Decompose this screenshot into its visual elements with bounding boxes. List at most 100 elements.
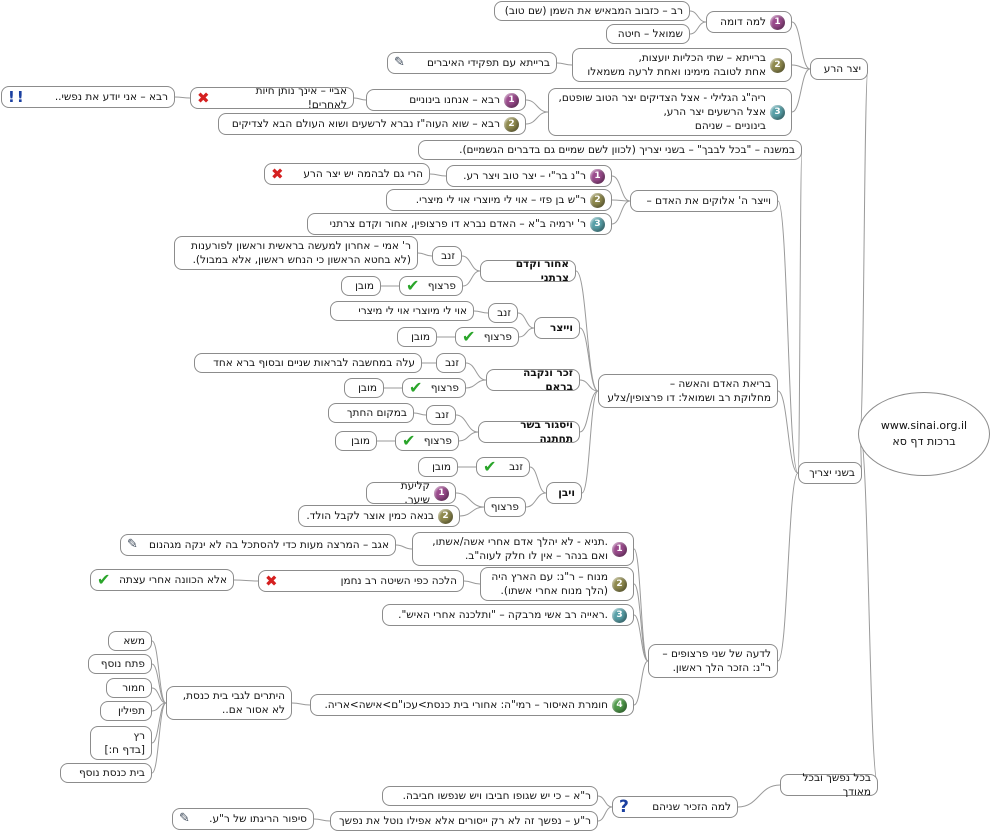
- node-achor-muvan[interactable]: מובן: [341, 276, 381, 296]
- node-l2-4-i3[interactable]: חמור: [106, 678, 152, 698]
- node-achor-zanav-exp[interactable]: ר' אמי – אחרון למעשה בראשית וראשון לפורע…: [174, 236, 418, 270]
- node-l2-2-x[interactable]: הלכה כפי השיטה רב נחמן✖: [258, 570, 464, 592]
- node-bechol[interactable]: בכל נפשך ובכל מאודך: [780, 772, 878, 798]
- node-vayisgor-partzuf[interactable]: פרצוף✔: [395, 431, 459, 451]
- node-yetzer[interactable]: יצר הרע: [810, 58, 868, 80]
- node-vayiven[interactable]: ויבן: [546, 482, 582, 504]
- node-vayitzer1-x[interactable]: הרי גם לבהמה יש יצר הרע✖: [264, 163, 430, 185]
- node-zachar[interactable]: זכר ונקבה בראם: [486, 367, 580, 393]
- node-lamah-hizkir[interactable]: למה הזכיר שניהם?: [612, 796, 738, 818]
- node-l2-4-a[interactable]: היתרים לגבי בית כנסת, לא אסור אם..: [166, 686, 292, 720]
- connector-lamah-h1: [597, 795, 613, 808]
- node-lamah-h1[interactable]: ר"א – כי יש שגופו חביבו ויש שנפשו חביבה.: [382, 786, 598, 806]
- node-l2-4-i5[interactable]: רץ [בדף ח:]: [90, 726, 152, 760]
- node-l2-1-note[interactable]: אגב – המרצה מעות כדי להסתכל בה לא ינקה מ…: [120, 534, 396, 556]
- node-text: פרצוף: [483, 331, 512, 343]
- node-vayisgor-zanav-exp[interactable]: במקום החתך: [328, 403, 414, 423]
- number-badge-icon: 4: [612, 697, 627, 713]
- connector-l2-1-note: [395, 544, 413, 550]
- node-l2-3[interactable]: 3.ראייה רב אשי מרבקה – "ותלכנה אחרי האיש…: [382, 604, 634, 626]
- connector-achor: [575, 270, 599, 392]
- node-zachar-muvan[interactable]: מובן: [344, 378, 384, 398]
- node-l2[interactable]: לדעה של שני פרצופים – ר"נ: הזכר הלך ראשו…: [648, 644, 778, 678]
- node-vayitzer-b-zanav[interactable]: זנב: [488, 303, 518, 323]
- node-l2-1[interactable]: 1.תניא - לא יהלך אדם אחרי אשה/אשתו, ואם …: [412, 532, 634, 566]
- node-achor-partzuf[interactable]: פרצוף✔: [399, 276, 463, 296]
- connector-rava1: [525, 99, 549, 113]
- node-l2-2-check[interactable]: אלא הכוונה אחרי עצתה✔: [90, 569, 234, 591]
- x-mark-icon: ✖: [271, 165, 284, 183]
- connector-l2-4-i3: [151, 687, 167, 704]
- node-text: ר"נ בר"י – יצר טוב ויצר רע.: [463, 170, 586, 182]
- node-text: זכר ונקבה בראם: [523, 367, 573, 393]
- connector-l2-4-i1: [151, 640, 167, 704]
- node-lamah-h2[interactable]: ר"ע – נפשך זה לא רק ייסורים אלא אפילו נו…: [330, 811, 598, 831]
- node-l2-4-i2[interactable]: פתח נוסף: [88, 654, 152, 674]
- node-text: פרצוף: [490, 501, 519, 513]
- node-text: יצר הרע: [823, 63, 861, 75]
- connector-vayitzer-b-zanav-exp: [473, 310, 489, 314]
- node-abaye[interactable]: אביי – אינך נותן חיות לאחרים!✖: [190, 85, 354, 111]
- node-zachar-partzuf[interactable]: פרצוף✔: [402, 378, 466, 398]
- node-text: לדעה של שני פרצופים – ר"נ: הזכר הלך ראשו…: [662, 648, 771, 674]
- node-vayitzer-b[interactable]: וייצר: [534, 317, 580, 339]
- x-mark-icon: ✖: [265, 572, 278, 590]
- node-lamah-h2-note[interactable]: סיפור הריגתו של ר"ע.✎: [172, 808, 314, 830]
- node-vayiven-zanav[interactable]: זנב✔: [476, 457, 530, 477]
- node-vayiven-partzuf[interactable]: פרצוף: [484, 497, 526, 517]
- node-text: ויבן: [558, 487, 575, 499]
- node-mishna[interactable]: במשנה – "בכל לבבך" – בשני יצריך (לכוון ל…: [418, 140, 802, 160]
- connector-rava2: [525, 111, 549, 125]
- connector-zachar: [579, 379, 599, 392]
- node-l2-4-i1[interactable]: משא: [108, 631, 152, 651]
- node-vayisgor-zanav[interactable]: זנב: [426, 405, 456, 425]
- node-text: זנב: [509, 461, 523, 473]
- node-lamah-b[interactable]: שמואל – חיטה: [606, 24, 690, 44]
- node-text: במקום החתך: [346, 407, 407, 419]
- node-vayitzer-b-partzuf[interactable]: פרצוף✔: [455, 327, 519, 347]
- pencil-icon: ✎: [127, 537, 138, 552]
- root-node[interactable]: www.sinai.org.il ברכות דף סא: [858, 392, 990, 476]
- connector-vayitzer-b: [579, 327, 599, 392]
- node-zachar-zanav[interactable]: זנב: [436, 353, 466, 373]
- node-lamah-a[interactable]: רב – כזבוב המבאיש את השמן (שם טוב): [494, 1, 690, 21]
- node-beraita2-note[interactable]: ברייתא עם תפקידי האיברים✎: [387, 52, 557, 74]
- connector-yetzer: [859, 68, 869, 435]
- node-zachar-zanav-exp[interactable]: עלה במחשבה לבראות שניים ובסוף ברא אחד: [194, 353, 422, 373]
- node-vayitzer-b-zanav-exp[interactable]: אוי לי מיוצרי אוי לי מיצרי: [330, 301, 474, 321]
- node-text: בנאה כמין אוצר לקבל הולד.: [306, 510, 434, 522]
- node-briat[interactable]: בריאת האדם והאשה – מחלוקת רב ושמואל: דו …: [598, 374, 778, 408]
- question-icon: ?: [619, 797, 629, 817]
- connector-l2-4-i2: [151, 663, 167, 704]
- node-vayisgor[interactable]: ויסגור בשר תחתנה: [478, 419, 580, 445]
- node-bishnei[interactable]: בשני יצריך: [798, 462, 862, 484]
- node-vayitzer-b-muvan[interactable]: מובן: [397, 327, 437, 347]
- connector-briat: [777, 390, 799, 474]
- node-vayitzer[interactable]: וייצר ה' אלוקים את האדם –: [630, 190, 778, 212]
- node-achor-zanav[interactable]: זנב: [432, 246, 462, 266]
- number-badge-icon: 2: [770, 57, 785, 73]
- node-achor[interactable]: אחור וקדם צרתני: [480, 258, 576, 284]
- node-text: מובן: [355, 280, 374, 292]
- connector-l2-4-a: [291, 702, 311, 706]
- node-vayisgor-muvan[interactable]: מובן: [335, 431, 377, 451]
- node-l2-4-i6[interactable]: בית כנסת נוסף: [60, 763, 152, 783]
- node-text: רב – כזבוב המבאיש את השמן (שם טוב): [504, 5, 683, 17]
- node-rava-note[interactable]: רבא – אני יודע את נפשי..!!: [1, 86, 175, 108]
- node-vayiven-muvan[interactable]: מובן: [418, 457, 458, 477]
- number-badge-icon: 2: [590, 192, 605, 208]
- node-l2-4-i4[interactable]: תפילין: [100, 701, 152, 721]
